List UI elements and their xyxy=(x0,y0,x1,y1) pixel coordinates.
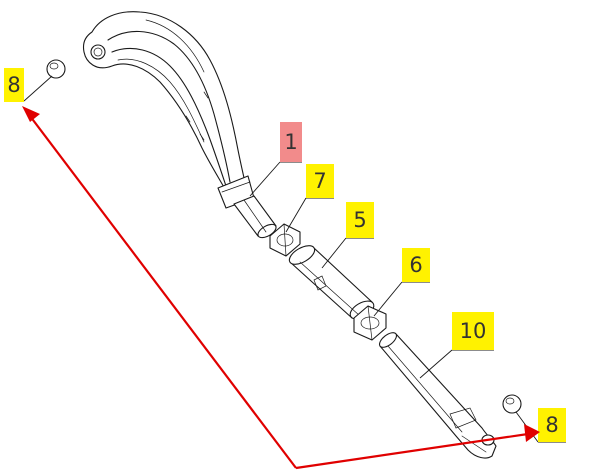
callout-8-left: 8 xyxy=(4,68,24,102)
arrowhead-right-icon xyxy=(524,424,540,442)
callout-7-label: 7 xyxy=(313,169,326,193)
callout-5: 5 xyxy=(346,202,374,238)
nut-part-7 xyxy=(269,223,301,257)
callout-8-right: 8 xyxy=(538,408,566,442)
red-arrows xyxy=(22,106,540,470)
ball-part-8-left xyxy=(46,59,66,79)
ball-part-8-right xyxy=(502,394,522,414)
arrow-to-right-8 xyxy=(295,432,529,470)
arrowhead-left-icon xyxy=(22,106,40,122)
sleeve-part-5 xyxy=(288,245,375,320)
nut-part-6 xyxy=(353,305,387,341)
callout-10-label: 10 xyxy=(460,319,487,343)
callout-7: 7 xyxy=(306,164,334,198)
callout-10: 10 xyxy=(452,312,494,350)
callout-8-left-label: 8 xyxy=(7,73,20,97)
callout-1-label: 1 xyxy=(284,130,297,154)
arm-part xyxy=(82,11,255,209)
callout-5-label: 5 xyxy=(353,208,366,232)
callout-1: 1 xyxy=(280,122,302,162)
callout-6: 6 xyxy=(402,248,430,282)
arrow-to-left-8 xyxy=(29,115,297,469)
callout-8-right-label: 8 xyxy=(545,413,558,437)
callout-6-label: 6 xyxy=(409,253,422,277)
arm-shaft xyxy=(233,195,277,239)
